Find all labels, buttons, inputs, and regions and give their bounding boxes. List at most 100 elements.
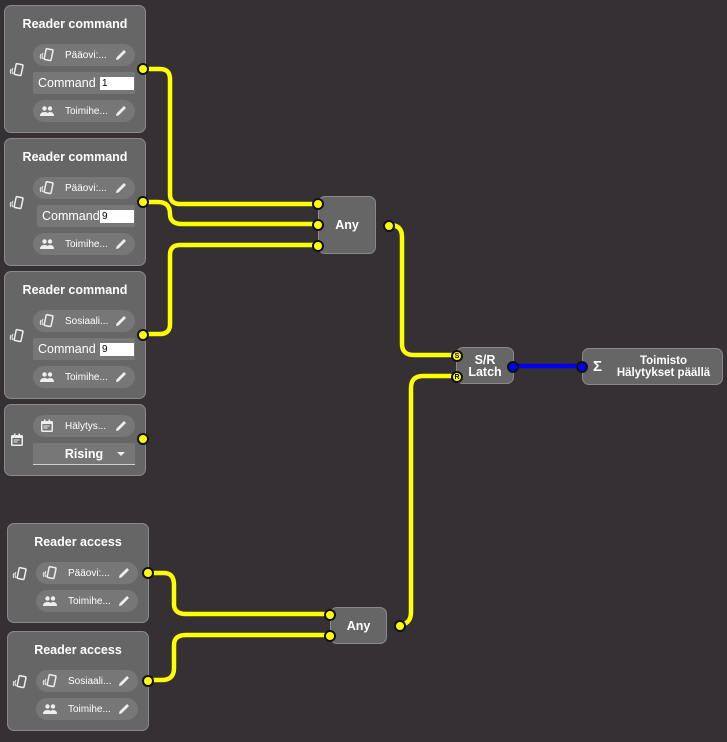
reader-selector[interactable]: Pääovi:... [33,44,135,66]
reader-command-node[interactable]: Reader command Pääovi:... Command Toimih… [4,5,149,133]
reader-selector[interactable]: Pääovi:... [33,177,135,199]
any-gate-node[interactable]: Any [312,196,395,254]
input-port[interactable] [312,198,324,210]
group-name: Toimihe... [68,703,111,715]
calendar-icon [41,419,53,432]
output-name-line2: Hälytykset päällä [616,367,711,379]
reader-access-node[interactable]: Reader access Pääovi:... Toimihe... [7,523,154,623]
set-input-port[interactable]: S [451,350,463,362]
schedule-selector[interactable]: Hälytys... [33,415,135,437]
people-icon [40,239,54,249]
group-name: Toimihe... [68,595,111,607]
command-label: Command [42,209,100,223]
node-title: Reader access [34,643,122,657]
output-port[interactable] [142,675,154,687]
wire-access1-to-any2[interactable] [145,570,333,617]
gate-label: Any [335,218,359,232]
calendar-icon [11,433,23,446]
wire-cmd1-to-any1[interactable] [141,66,321,207]
command-input[interactable] [100,209,134,223]
command-field-row: Command [33,338,135,360]
schedule-name: Hälytys... [65,420,107,432]
card-reader-icon [39,47,54,62]
input-port[interactable] [576,361,588,373]
card-reader-icon [9,328,24,343]
reader-name: Sosiaali... [68,675,112,687]
group-selector[interactable]: Toimihe... [36,590,138,612]
reader-command-node[interactable]: Reader command Pääovi:... Command Toimih… [4,138,149,266]
command-label: Command [38,76,96,90]
group-selector[interactable]: Toimihe... [33,100,135,122]
reader-access-node[interactable]: Reader access Sosiaali... Toimihe... [7,631,154,731]
reader-name: Pääovi:... [68,567,110,579]
wire-access2-to-any2[interactable] [145,632,333,683]
wire-cmd3-to-any1[interactable] [141,242,321,337]
people-icon [43,704,57,714]
sigma-icon: Σ [593,358,603,375]
sr-latch-node[interactable]: S/R Latch S R [451,347,519,384]
output-port[interactable] [394,620,406,632]
card-reader-icon [9,62,24,77]
any-gate-node[interactable]: Any [324,607,406,644]
reader-selector[interactable]: Sosiaali... [36,670,138,692]
pencil-icon[interactable] [113,180,129,196]
node-title: Reader command [22,150,128,164]
chevron-down-icon [117,452,125,456]
output-variable-node[interactable]: Σ Toimisto Hälytykset päällä [576,348,723,385]
gate-label: Any [346,619,371,633]
wire-any1-to-latch-set[interactable] [387,222,459,358]
output-port[interactable] [137,196,149,208]
node-title: Reader command [22,17,128,31]
pencil-icon[interactable] [113,369,129,385]
pencil-icon[interactable] [113,313,129,329]
reader-name: Sosiaali... [65,315,109,327]
command-input[interactable] [100,76,134,90]
latch-label-line2: Latch [468,365,502,379]
reader-command-node[interactable]: Reader command Sosiaali... Command Toimi… [4,271,149,399]
node-title: Reader command [22,283,128,297]
input-port[interactable] [324,609,336,621]
output-port[interactable] [142,567,154,579]
wire-cmd2-to-any1[interactable] [141,199,321,227]
pencil-icon[interactable] [116,593,132,609]
latch-label-line1: S/R [474,353,496,367]
reader-name: Pääovi:... [65,49,107,61]
reader-selector[interactable]: Sosiaali... [33,310,135,332]
reset-input-port[interactable]: R [451,371,463,383]
command-field-row: Command [33,72,135,94]
reader-name: Pääovi:... [65,182,107,194]
output-name-line1: Toimisto [639,355,688,367]
node-title: Reader access [34,535,122,549]
people-icon [40,372,54,382]
reader-selector[interactable]: Pääovi:... [36,562,138,584]
group-selector[interactable]: Toimihe... [36,698,138,720]
card-reader-icon [12,566,27,581]
pencil-icon[interactable] [113,418,129,434]
command-label: Command [38,342,96,356]
input-port[interactable] [312,240,324,252]
output-port[interactable] [137,329,149,341]
pencil-icon[interactable] [113,236,129,252]
pencil-icon[interactable] [116,565,132,581]
input-port[interactable] [312,219,324,231]
group-name: Toimihe... [65,371,108,383]
input-port[interactable] [324,630,336,642]
output-port[interactable] [137,63,149,75]
output-port[interactable] [507,361,519,373]
command-input[interactable] [100,342,134,356]
output-port[interactable] [137,433,149,445]
wire-any2-to-latch-reset[interactable] [395,373,459,628]
output-port[interactable] [383,220,395,232]
pencil-icon[interactable] [116,701,132,717]
card-reader-icon [12,674,27,689]
group-selector[interactable]: Toimihe... [33,366,135,388]
schedule-node[interactable]: Hälytys... Rising [4,404,149,476]
edge-dropdown[interactable]: Rising [33,443,135,465]
pencil-icon[interactable] [116,673,132,689]
pencil-icon[interactable] [113,47,129,63]
group-selector[interactable]: Toimihe... [33,233,135,255]
card-reader-icon [42,673,57,688]
group-name: Toimihe... [65,105,108,117]
pencil-icon[interactable] [113,103,129,119]
edge-selected-value: Rising [64,446,104,461]
